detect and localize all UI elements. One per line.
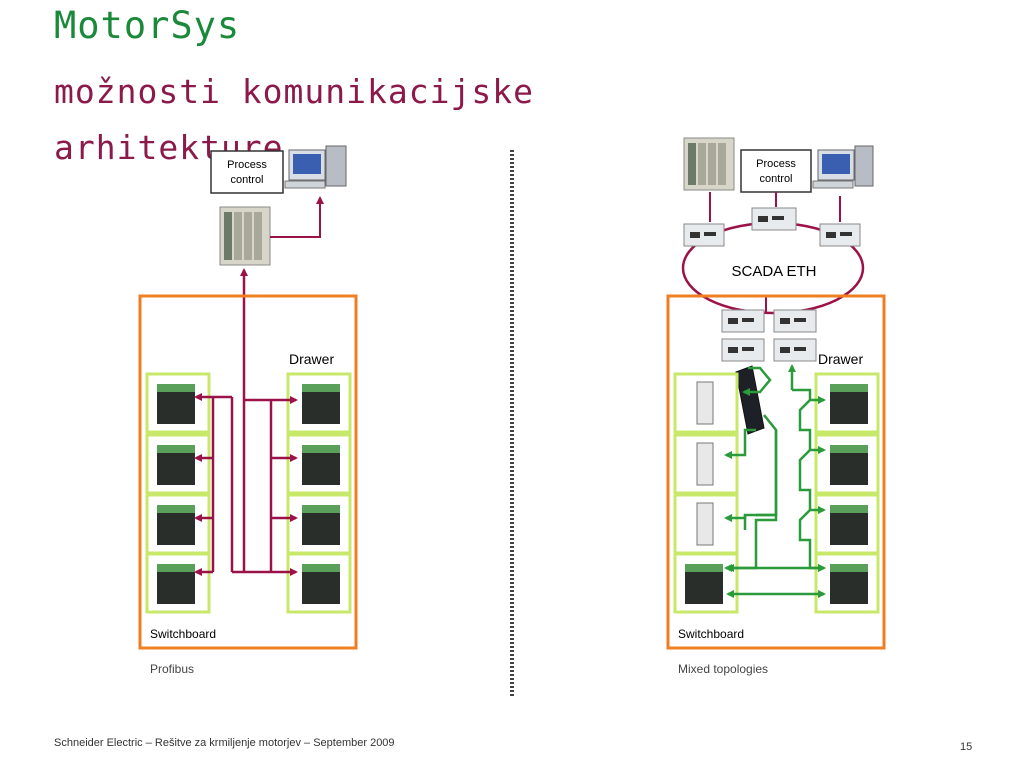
drawer-right-1 xyxy=(286,372,352,434)
drawer-label: Drawer xyxy=(818,351,863,367)
ethernet-switch-icon xyxy=(721,309,765,333)
switchboard-label: Switchboard xyxy=(150,627,216,641)
right-diagram-mixed: Process control SCADA ETH Drawer Switchb… xyxy=(666,137,886,676)
page-number: 15 xyxy=(960,741,973,753)
ethernet-switch-icon xyxy=(819,223,861,247)
drawer-right-3 xyxy=(814,493,880,555)
process-control-label-2: control xyxy=(759,173,792,185)
drawer-right-4 xyxy=(286,552,352,614)
ethernet-switch-icon xyxy=(773,309,817,333)
computer-icon xyxy=(284,145,347,189)
gateway-icon xyxy=(735,365,765,435)
process-control-label-2: control xyxy=(230,174,263,186)
caption-profibus: Profibus xyxy=(150,662,194,676)
drawer-label: Drawer xyxy=(289,351,334,367)
page-title: MotorSys xyxy=(54,4,241,47)
ethernet-switch-icon xyxy=(773,338,817,362)
process-control-label-1: Process xyxy=(756,158,796,170)
drive-icon xyxy=(696,442,714,486)
drawer-right-1 xyxy=(814,372,880,434)
plc-rack-icon xyxy=(683,137,735,191)
caption-mixed: Mixed topologies xyxy=(678,662,768,676)
drive-icon xyxy=(696,381,714,425)
ethernet-wiring xyxy=(724,364,826,598)
drawer-right-4 xyxy=(814,552,880,614)
drawer-left-2 xyxy=(673,433,739,495)
process-control-box: Process control xyxy=(210,150,284,194)
page-subtitle: možnosti komunikacijske arhitekture xyxy=(54,72,534,167)
switchboard-label: Switchboard xyxy=(678,627,744,641)
drawer-right-2 xyxy=(814,433,880,495)
drawer-left-4 xyxy=(673,552,739,614)
switchboard-frame xyxy=(666,294,886,650)
drawer-right-3 xyxy=(286,493,352,555)
footer-text: Schneider Electric – Rešitve za krmiljen… xyxy=(54,737,395,749)
left-diagram-profibus: Process control Drawer Switchboard Profi… xyxy=(138,145,358,676)
drawer-left-3 xyxy=(145,493,211,555)
profibus-bus xyxy=(194,393,298,576)
ethernet-switch-icon xyxy=(683,223,725,247)
drawer-right-2 xyxy=(286,433,352,495)
plc-rack-icon xyxy=(219,206,271,266)
process-control-label-1: Process xyxy=(227,159,267,171)
ethernet-switch-icon xyxy=(751,207,797,231)
drawer-left-4 xyxy=(145,552,211,614)
scada-label: SCADA ETH xyxy=(731,263,816,280)
ethernet-switch-icon xyxy=(721,338,765,362)
process-control-box: Process control xyxy=(740,149,812,193)
drawer-left-1 xyxy=(145,372,211,434)
switchboard-frame xyxy=(138,294,358,650)
drive-icon xyxy=(696,502,714,546)
drawer-left-2 xyxy=(145,433,211,495)
computer-icon xyxy=(812,145,874,189)
drawer-left-1 xyxy=(673,372,739,434)
drawer-left-3 xyxy=(673,493,739,555)
